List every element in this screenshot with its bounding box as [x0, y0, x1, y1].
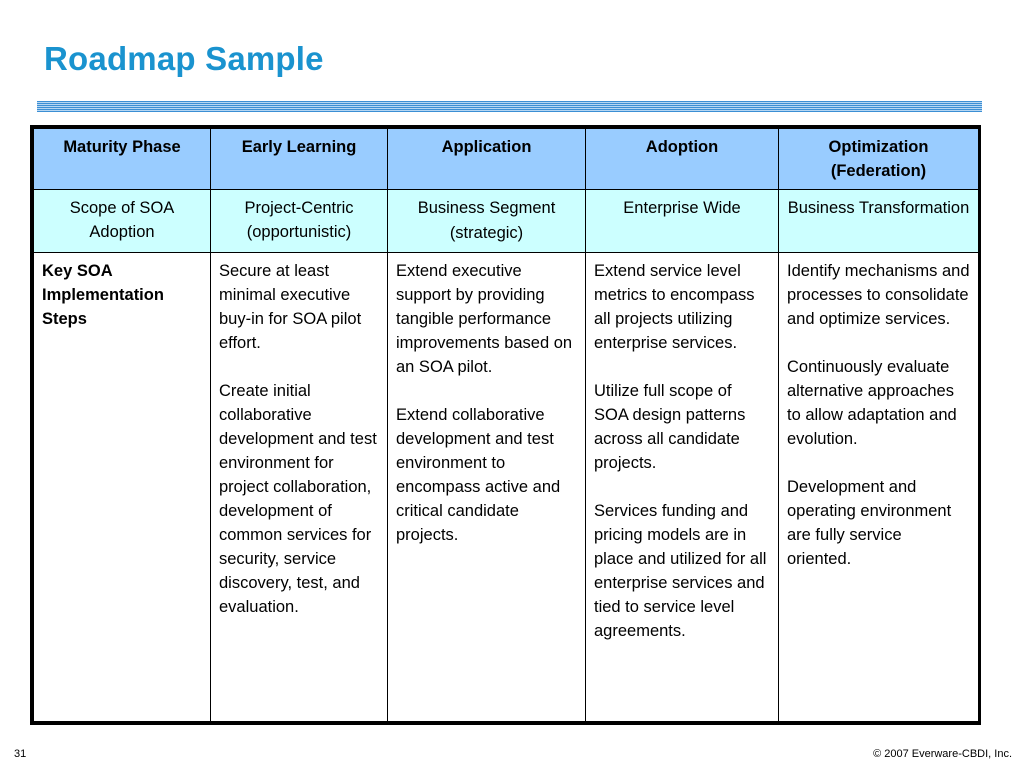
- scope-early-learning: Project-Centric (opportunistic): [210, 189, 388, 253]
- header-optimization: Optimization (Federation): [778, 128, 979, 190]
- header-early-learning: Early Learning: [210, 128, 388, 190]
- scope-row: Scope of SOA Adoption Project-Centric (o…: [33, 189, 979, 253]
- roadmap-table: Maturity Phase Early Learning Applicatio…: [30, 125, 981, 725]
- slide-title: Roadmap Sample: [44, 40, 324, 77]
- steps-application: Extend executive support by providing ta…: [387, 252, 586, 722]
- header-application: Application: [387, 128, 586, 190]
- steps-early-learning: Secure at least minimal executive buy-in…: [210, 252, 388, 722]
- step-text: Identify mechanisms and processes to con…: [787, 262, 970, 328]
- scope-adoption: Enterprise Wide: [585, 189, 779, 253]
- steps-adoption: Extend service level metrics to encompas…: [585, 252, 779, 722]
- step-text: Extend collaborative development and tes…: [396, 406, 561, 544]
- title-divider: [37, 101, 982, 112]
- step-text: Extend service level metrics to encompas…: [594, 262, 755, 352]
- scope-label: Scope of SOA Adoption: [33, 189, 211, 253]
- step-text: Continuously evaluate alternative approa…: [787, 358, 957, 448]
- step-text: Development and operating environment ar…: [787, 478, 952, 568]
- scope-application-main: Business Segment: [417, 199, 556, 217]
- steps-optimization: Identify mechanisms and processes to con…: [778, 252, 979, 722]
- step-text: Services funding and pricing models are …: [594, 502, 767, 640]
- scope-application: Business Segment (strategic): [387, 189, 586, 253]
- steps-row: Key SOA Implementation Steps Secure at l…: [33, 252, 979, 722]
- header-adoption: Adoption: [585, 128, 779, 190]
- scope-optimization: Business Transformation: [778, 189, 979, 253]
- page-number: 31: [14, 748, 27, 760]
- steps-label: Key SOA Implementation Steps: [33, 252, 211, 722]
- scope-application-sub: (strategic): [449, 224, 524, 242]
- step-text: Utilize full scope of SOA design pattern…: [594, 382, 746, 472]
- header-maturity-phase: Maturity Phase: [33, 128, 211, 190]
- step-text: Create initial collaborative development…: [219, 382, 377, 616]
- header-row: Maturity Phase Early Learning Applicatio…: [33, 128, 979, 190]
- step-text: Secure at least minimal executive buy-in…: [219, 262, 362, 352]
- step-text: Extend executive support by providing ta…: [396, 262, 573, 376]
- copyright-notice: © 2007 Everware-CBDI, Inc.: [873, 748, 1012, 760]
